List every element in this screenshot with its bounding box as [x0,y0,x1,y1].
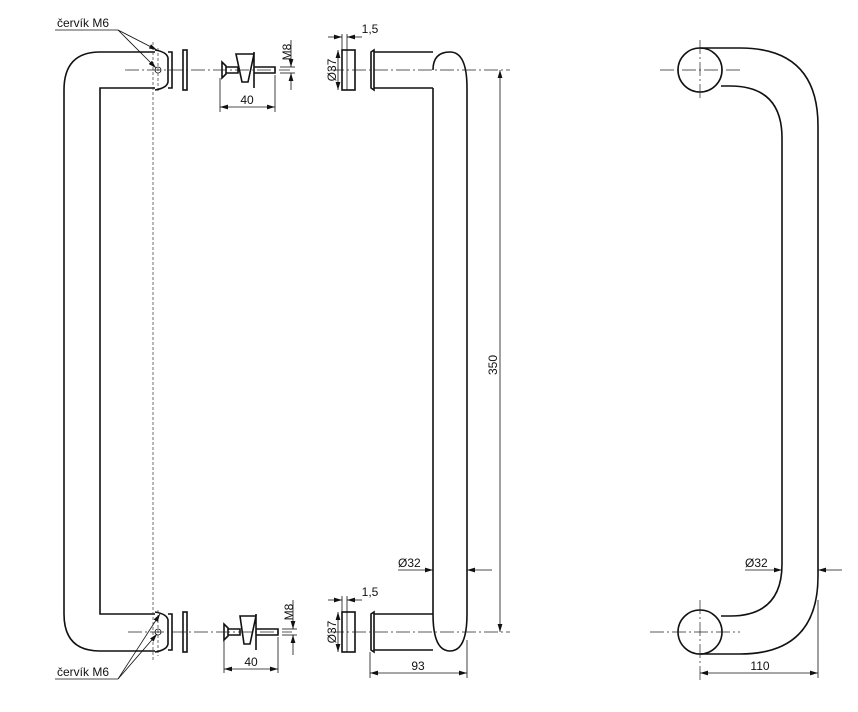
set-screw-label-bottom: červík M6 [57,665,109,679]
tube-diameter-label-side: Ø32 [398,556,421,570]
screw-length-label-bottom: 40 [244,655,258,669]
rosette-diameter-label-bottom: Ø37 [325,620,339,643]
set-screw-label-top: červík M6 [57,16,109,30]
thread-label-top: M8 [280,43,294,60]
rosette-thickness-label-top: 1,5 [362,22,379,36]
rosette-diameter-label-top: Ø37 [325,58,339,81]
overall-depth-label: 110 [750,659,769,673]
exploded-view: červík M6 červík M6 M8 M8 40 40 [55,16,297,680]
rosette-thickness-label-bottom: 1,5 [362,585,379,599]
side-view: 1,5 1,5 Ø37 Ø37 350 Ø32 93 [325,22,510,678]
handle-bar-outline [63,51,155,652]
thread-label-bottom: M8 [282,603,296,620]
center-distance-label: 350 [486,355,500,375]
tube-diameter-label-top: Ø32 [745,556,768,570]
top-view: Ø32 110 [650,40,842,680]
screw-length-label-top: 40 [240,93,254,107]
projection-depth-label: 93 [411,659,425,673]
